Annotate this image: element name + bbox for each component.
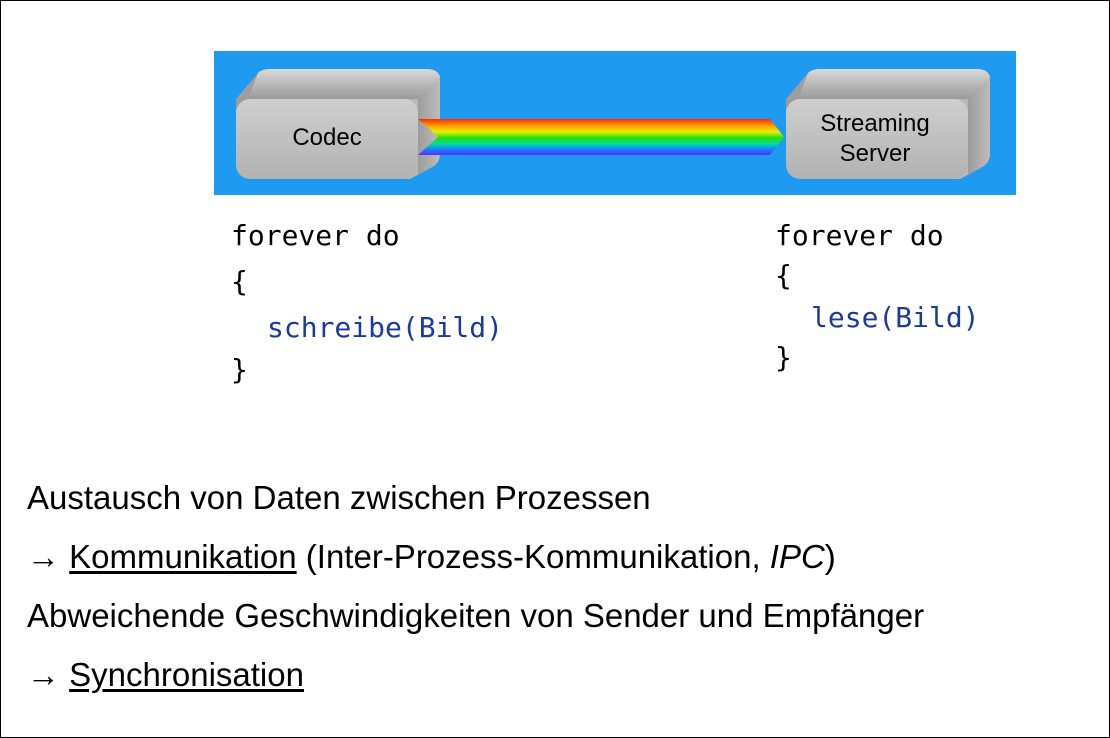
text-speeds: Abweichende Geschwindigkeiten von Sender… [27, 597, 925, 634]
text-ipc-prefix: (Inter-Prozess-Kommunikation, [296, 538, 770, 575]
data-stream-arrow [418, 119, 784, 155]
text-line-synchronisation: → Synchronisation [27, 656, 304, 694]
arrow-glyph: → [27, 538, 70, 575]
code-call-read: lese(Bild) [811, 301, 980, 334]
code-line: forever do [775, 219, 944, 252]
streaming-label-line2: Server [840, 140, 911, 167]
term-communication: Kommunikation [69, 538, 297, 575]
code-line: { [231, 265, 248, 298]
text-line-data-exchange: Austausch von Daten zwischen Prozessen [27, 479, 651, 517]
code-call-write: schreibe(Bild) [267, 311, 504, 344]
codec-label: Codec [292, 124, 361, 151]
text-line-speeds: Abweichende Geschwindigkeiten von Sender… [27, 597, 924, 635]
code-block-reader: forever do { lese(Bild) } [775, 219, 980, 417]
codec-box: Codec [236, 69, 440, 179]
text-data-exchange: Austausch von Daten zwischen Prozessen [27, 479, 651, 516]
text-ipc-suffix: ) [824, 538, 836, 575]
text-line-communication: → Kommunikation (Inter-Prozess-Kommunika… [27, 538, 836, 576]
term-synchronisation: Synchronisation [69, 656, 304, 693]
code-block-writer: forever do { schreibe(Bild) } [231, 219, 503, 417]
text-ipc: IPC [769, 538, 825, 575]
code-line: } [231, 353, 248, 386]
code-line: forever do [231, 219, 400, 252]
code-line: { [775, 259, 792, 292]
code-line: } [775, 341, 792, 374]
arrow-glyph: → [27, 656, 70, 693]
codec-streaming-diagram: Codec Streaming Server [214, 51, 1016, 195]
streaming-label-line1: Streaming [820, 110, 929, 137]
streaming-server-box: Streaming Server [786, 69, 990, 179]
